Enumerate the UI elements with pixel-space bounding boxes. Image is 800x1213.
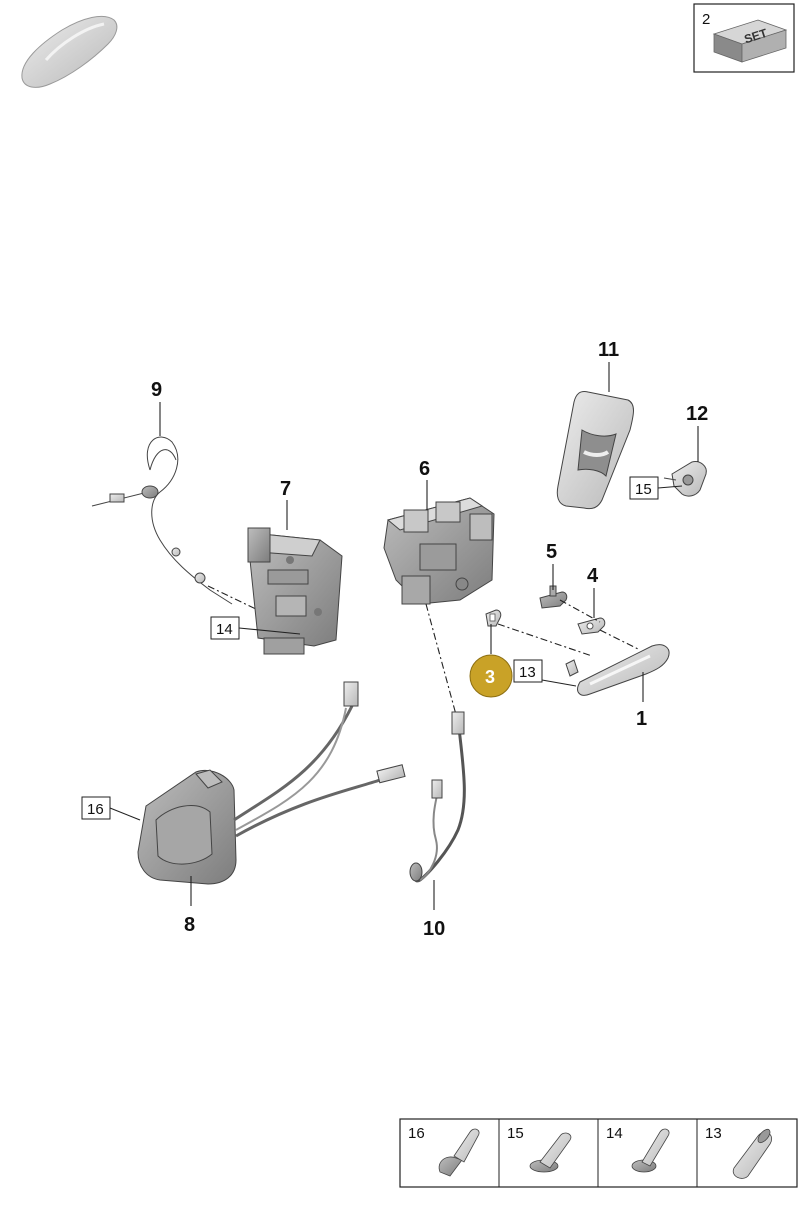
fastener-13-cell[interactable]: 13 (705, 1125, 772, 1179)
set-kit-icon: SET (712, 19, 788, 63)
fastener-legend: 16 15 14 13 (399, 1118, 798, 1188)
boxed-callout-16[interactable]: 16 (81, 796, 111, 820)
svg-text:13: 13 (519, 664, 536, 681)
svg-text:14: 14 (606, 1125, 623, 1142)
part-1-door-handle[interactable] (577, 644, 670, 696)
fastener-16-icon (438, 1128, 480, 1177)
leader-3-dash (497, 623, 593, 657)
fastener-14-icon (631, 1128, 670, 1173)
fastener-15-icon (529, 1132, 572, 1173)
boxed-callout-14[interactable]: 14 (210, 616, 240, 640)
callout-11[interactable]: 11 (598, 339, 619, 361)
callout-12[interactable]: 12 (686, 403, 708, 425)
fastener-16-cell[interactable]: 16 (408, 1125, 480, 1177)
svg-text:15: 15 (635, 481, 652, 498)
leader-15 (657, 485, 683, 489)
fastener-15-cell[interactable]: 15 (507, 1125, 572, 1173)
part-9-cable[interactable] (91, 436, 233, 605)
part-13-screw (565, 659, 579, 677)
leader-4-dash (599, 629, 641, 651)
part-11-cover[interactable] (556, 391, 634, 510)
callout-10[interactable]: 10 (423, 918, 445, 940)
part-5-bracket[interactable] (539, 585, 568, 609)
part-7-door-lock[interactable] (247, 527, 343, 655)
leader-16 (109, 807, 141, 821)
leader-14 (238, 627, 301, 635)
part-12-striker[interactable] (663, 461, 707, 497)
leader-9-dash (207, 585, 263, 613)
leader-6-dash (425, 603, 459, 723)
callout-5[interactable]: 5 (546, 541, 557, 563)
callout-6[interactable]: 6 (419, 458, 430, 480)
part-10-release-cable[interactable] (409, 711, 466, 883)
leader-13 (541, 679, 577, 687)
svg-text:13: 13 (705, 1125, 722, 1142)
svg-text:3: 3 (485, 667, 495, 687)
boxed-callout-13[interactable]: 13 (513, 659, 543, 683)
callout-8[interactable]: 8 (184, 914, 195, 936)
part-4-gasket[interactable] (577, 617, 606, 635)
callout-9[interactable]: 9 (151, 379, 162, 401)
fastener-14-cell[interactable]: 14 (606, 1125, 670, 1173)
car-silhouette-icon (21, 15, 118, 88)
part-8-actuator[interactable] (137, 681, 406, 885)
set-box[interactable]: 2 SET (693, 3, 795, 73)
set-box-number: 2 (702, 11, 710, 28)
svg-text:14: 14 (216, 621, 233, 638)
part-3-seal[interactable] (485, 609, 502, 627)
fastener-13-icon (732, 1128, 772, 1179)
svg-text:15: 15 (507, 1125, 524, 1142)
callout-4[interactable]: 4 (587, 565, 599, 587)
boxed-callout-15[interactable]: 15 (629, 476, 659, 500)
callout-7[interactable]: 7 (280, 478, 291, 500)
svg-text:16: 16 (408, 1125, 425, 1142)
part-6-lock-module[interactable] (383, 497, 495, 605)
svg-text:16: 16 (87, 801, 104, 818)
callout-3-highlight[interactable]: 3 (469, 654, 513, 698)
callout-1[interactable]: 1 (636, 708, 647, 730)
